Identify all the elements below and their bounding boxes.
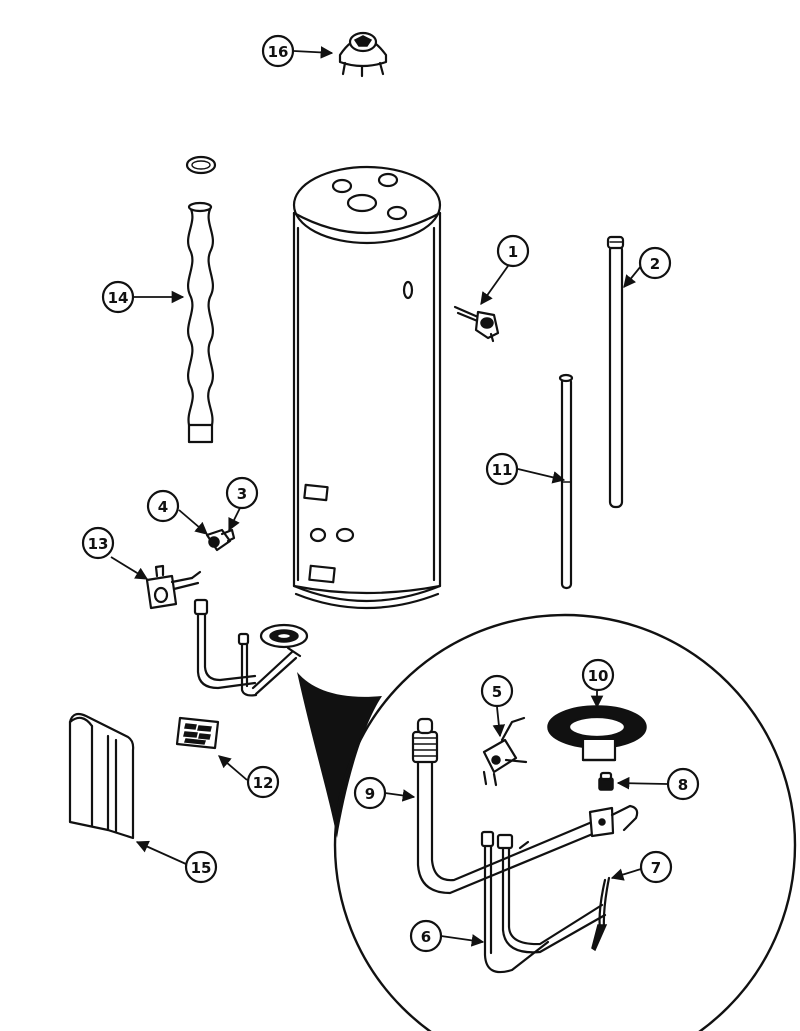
part-1-valve [453, 305, 500, 343]
callout-label: 7 [651, 859, 661, 877]
callout-label: 16 [268, 43, 289, 61]
callout-3: 3 [225, 476, 259, 510]
callout-label: 12 [253, 774, 274, 792]
magnify-connector [297, 672, 382, 838]
part-2-anode-rod [606, 235, 625, 509]
part-10-burner [547, 705, 647, 762]
callout-label: 3 [237, 485, 247, 503]
part-5-igniter [482, 716, 528, 787]
callout-label: 13 [88, 535, 109, 553]
callout-6: 6 [409, 919, 443, 953]
part-14-flue-baffle [185, 155, 217, 444]
callout-label: 1 [508, 243, 518, 261]
callout-13: 13 [81, 526, 115, 560]
part-16-cap [338, 31, 388, 78]
callout-label: 10 [588, 667, 609, 685]
callout-label: 6 [421, 928, 431, 946]
part-9-gas-tube [411, 717, 597, 895]
callout-label: 2 [650, 255, 660, 273]
part-3-4-drain-valve [205, 528, 236, 552]
part-12-label [175, 716, 220, 750]
callout-4: 4 [146, 489, 180, 523]
callout-label: 8 [678, 776, 688, 794]
callout-11: 11 [485, 452, 519, 486]
callout-16: 16 [261, 34, 295, 68]
callout-label: 4 [158, 498, 168, 516]
part-11-dip-tube [558, 373, 574, 590]
callout-1: 1 [496, 234, 530, 268]
part-6-7-tubing [480, 830, 611, 974]
callout-14: 14 [101, 280, 135, 314]
callout-label: 11 [492, 461, 513, 479]
callout-15: 15 [184, 850, 218, 884]
callout-12: 12 [246, 765, 280, 799]
callout-10: 10 [581, 658, 615, 692]
leader-lines [110, 46, 668, 947]
part-13-gas-valve [145, 564, 202, 610]
manifold-bracket [588, 804, 639, 838]
part-8-orifice [598, 771, 614, 791]
burner-assembly-small [193, 598, 309, 697]
callout-label: 5 [492, 683, 502, 701]
callout-7: 7 [639, 850, 673, 884]
magnified-view-circle [333, 613, 797, 1031]
part-15-door [68, 712, 135, 840]
callout-label: 14 [108, 289, 129, 307]
callout-9: 9 [353, 776, 387, 810]
callout-8: 8 [666, 767, 700, 801]
callout-2: 2 [638, 246, 672, 280]
callout-label: 15 [191, 859, 212, 877]
water-heater-tank [292, 165, 442, 610]
callout-label: 9 [365, 785, 375, 803]
callout-5: 5 [480, 674, 514, 708]
